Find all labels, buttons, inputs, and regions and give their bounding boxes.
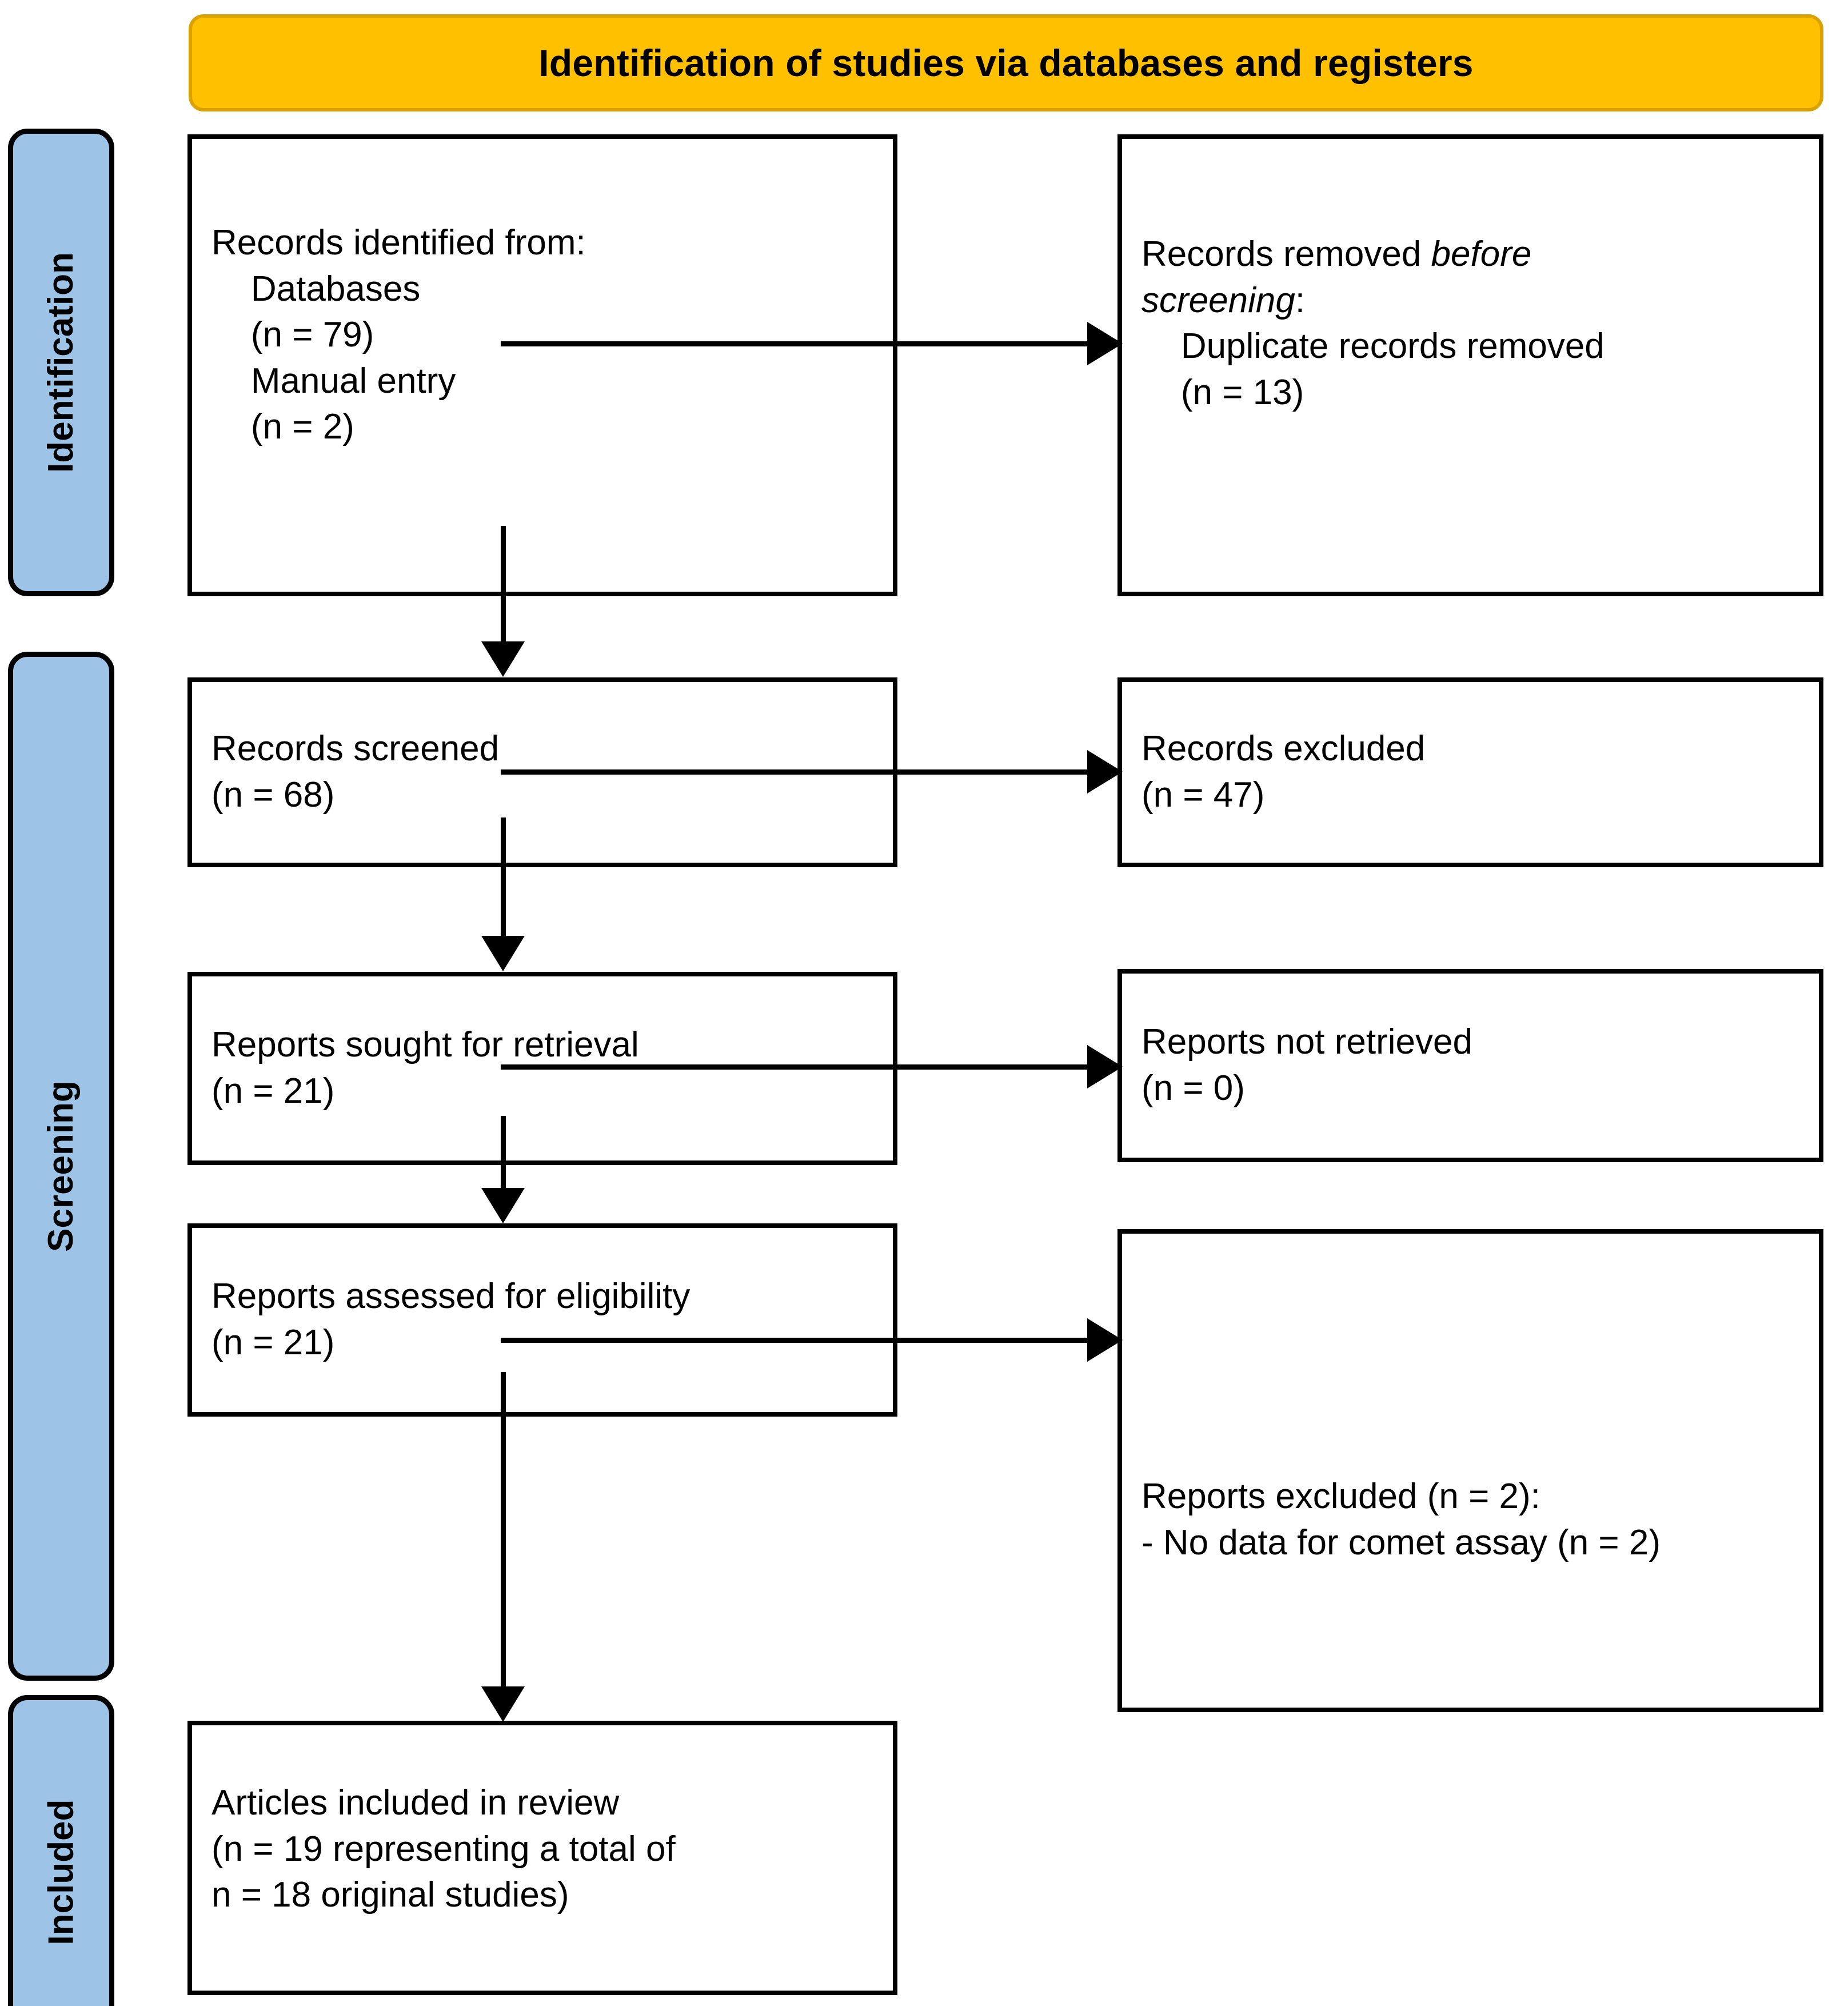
node-articles-included: Articles included in review (n = 19 repr… — [187, 1721, 897, 1995]
node-reports-excluded-eligibility: Reports excluded (n = 2): - No data for … — [1117, 1229, 1823, 1712]
connector-screened-to-sought-line — [501, 817, 506, 938]
connector-screened-to-excluded-arrowhead — [1087, 750, 1123, 793]
node-records-excluded-line2: (n = 47) — [1141, 775, 1265, 815]
connector-sought-to-assessed-line — [501, 1116, 506, 1190]
connector-identified-to-screened-arrowhead — [481, 641, 525, 677]
node-records-excluded-line1: Records excluded — [1141, 729, 1426, 769]
node-reports-sought-line1: Reports sought for retrieval — [211, 1025, 639, 1065]
node-records-identified-line5: (n = 2) — [211, 407, 354, 447]
node-records-identified-line4: Manual entry — [211, 361, 456, 401]
node-records-removed-line1: Records removed before — [1141, 232, 1799, 278]
node-records-removed-line2-italic: screening — [1141, 280, 1295, 320]
node-records-identified-line2: Databases — [211, 269, 421, 309]
node-records-removed-line2: screening: — [1141, 278, 1799, 324]
node-reports-assessed: Reports assessed for eligibility (n = 21… — [187, 1223, 897, 1417]
node-records-identified-line1: Records identified from: — [211, 223, 586, 262]
node-reports-excluded-eligibility-line2: - No data for comet assay (n = 2) — [1141, 1522, 1661, 1562]
connector-sought-to-not-retrieved-arrowhead — [1087, 1045, 1123, 1088]
stage-label-identification: Identification — [8, 129, 114, 596]
node-articles-included-line1: Articles included in review — [211, 1783, 620, 1822]
connector-identified-to-screened-line — [501, 526, 506, 643]
node-records-removed-line4: (n = 13) — [1141, 372, 1304, 412]
node-records-identified-line3: (n = 79) — [211, 315, 374, 355]
connector-sought-to-assessed-arrowhead — [481, 1188, 525, 1223]
connector-assessed-to-included-arrowhead — [481, 1686, 525, 1722]
connector-screened-to-excluded-line — [501, 769, 1089, 775]
stage-label-included: Included — [8, 1695, 114, 2006]
node-reports-sought-line2: (n = 21) — [211, 1071, 335, 1111]
connector-assessed-to-excluded-arrowhead — [1087, 1318, 1123, 1362]
node-reports-not-retrieved-line2: (n = 0) — [1141, 1068, 1245, 1108]
diagram-title: Identification of studies via databases … — [538, 41, 1474, 84]
node-records-excluded: Records excluded (n = 47) — [1117, 677, 1823, 867]
node-records-screened-line2: (n = 68) — [211, 775, 335, 815]
node-reports-not-retrieved: Reports not retrieved (n = 0) — [1117, 969, 1823, 1162]
stage-label-screening-text: Screening — [41, 1080, 81, 1252]
connector-identified-to-removed-arrowhead — [1087, 322, 1123, 365]
node-reports-excluded-eligibility-line1: Reports excluded (n = 2): — [1141, 1477, 1540, 1516]
connector-assessed-to-included-line — [501, 1372, 506, 1689]
node-reports-assessed-line2: (n = 21) — [211, 1323, 335, 1362]
node-records-removed-line2-plain: : — [1295, 280, 1306, 320]
node-records-screened-line1: Records screened — [211, 729, 500, 769]
diagram-header-banner: Identification of studies via databases … — [189, 14, 1823, 111]
node-articles-included-line2: (n = 19 representing a total of — [211, 1829, 676, 1869]
stage-label-identification-text: Identification — [41, 252, 81, 473]
node-reports-not-retrieved-line1: Reports not retrieved — [1141, 1022, 1472, 1062]
node-records-identified: Records identified from: Databases (n = … — [187, 134, 897, 596]
connector-screened-to-sought-arrowhead — [481, 936, 525, 971]
node-reports-assessed-line1: Reports assessed for eligibility — [211, 1277, 690, 1317]
connector-sought-to-not-retrieved-line — [501, 1064, 1089, 1070]
stage-label-screening: Screening — [8, 652, 114, 1681]
node-records-removed-line3: Duplicate records removed — [1141, 326, 1604, 366]
node-records-removed-line1-plain: Records removed — [1141, 234, 1431, 274]
node-articles-included-line3: n = 18 original studies) — [211, 1875, 569, 1915]
stage-label-included-text: Included — [41, 1799, 81, 1945]
node-records-removed-line1-italic: before — [1431, 234, 1532, 274]
connector-assessed-to-excluded-line — [501, 1338, 1089, 1343]
connector-identified-to-removed-line — [501, 341, 1089, 346]
node-records-removed: Records removed before screening: Duplic… — [1117, 134, 1823, 596]
